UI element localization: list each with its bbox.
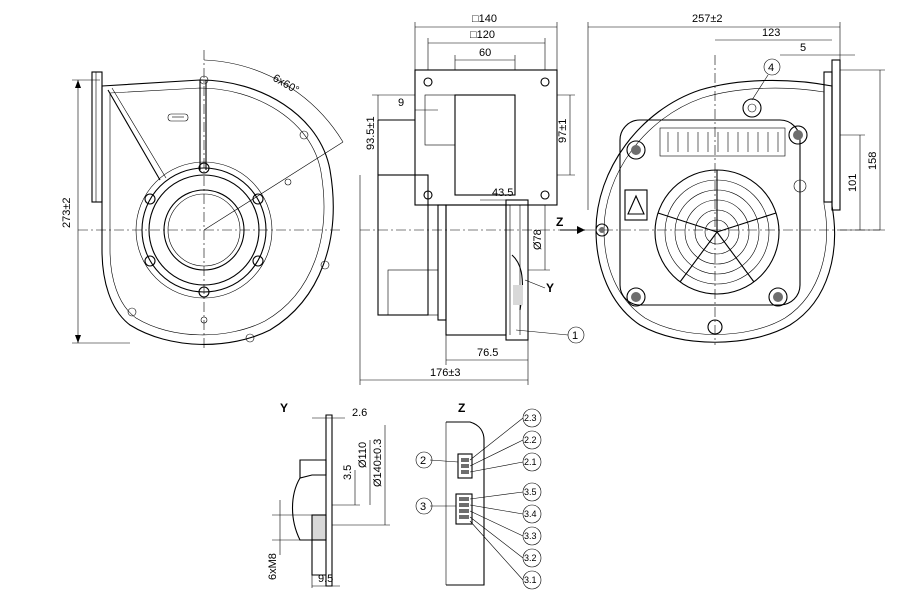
dim-123: 123 (762, 27, 780, 39)
callout-3: 3 (420, 501, 426, 513)
pin-3-2: 3.2 (524, 553, 537, 563)
pin-2-1: 2.1 (524, 457, 537, 467)
pin-3-3: 3.3 (524, 531, 537, 541)
angle-dimension: 6x60° (271, 72, 301, 97)
rear-view: 257±2 123 5 (585, 13, 885, 345)
dim-5: 5 (800, 42, 806, 54)
detail-z: Z 2 3 2.3 2.2 2.1 (415, 401, 542, 590)
dim-m8: 6xM8 (267, 553, 279, 580)
pin-2-3: 2.3 (524, 413, 537, 423)
dim-2-6: 2.6 (352, 407, 367, 419)
dim-97: 97±1 (557, 119, 569, 143)
height-dimension: 273±2 (61, 197, 73, 228)
dim-140: □140 (472, 13, 497, 25)
detail-z-title: Z (458, 401, 465, 415)
dim-9: 9 (398, 97, 404, 109)
dim-110: Ø110 (357, 442, 369, 468)
dim-9-5: 9.5 (318, 573, 333, 585)
detail-y: Y 2.6 3.5 Ø110 Ø140±0.3 6xM8 9.5 (267, 401, 390, 588)
dim-3-5: 3.5 (342, 465, 354, 480)
dim-43-5: 43.5 (492, 187, 513, 199)
detail-y-title: Y (280, 401, 288, 415)
pin-3-1: 3.1 (524, 575, 537, 585)
dim-120: □120 (470, 29, 495, 41)
dim-76-5: 76.5 (477, 347, 498, 359)
side-view: □140 □120 60 93.5±1 9 97±1 (359, 13, 585, 385)
pin-2-2: 2.2 (524, 435, 537, 445)
callout-1: 1 (572, 330, 578, 342)
dim-140-tol: Ø140±0.3 (372, 439, 384, 487)
dim-78: Ø78 (532, 229, 544, 250)
pin-3-5: 3.5 (524, 487, 537, 497)
dim-176: 176±3 (430, 367, 461, 379)
label-y: Y (546, 281, 554, 295)
dim-158: 158 (867, 152, 879, 170)
callout-4: 4 (768, 62, 774, 74)
front-view: 6x60° 273±2 (61, 50, 344, 350)
dim-60: 60 (479, 47, 491, 59)
dim-93-5: 93.5±1 (365, 116, 377, 150)
callout-2: 2 (420, 455, 426, 467)
label-z: Z (556, 215, 563, 229)
dim-101: 101 (847, 174, 859, 192)
pin-3-4: 3.4 (524, 509, 537, 519)
dim-257: 257±2 (692, 13, 723, 25)
